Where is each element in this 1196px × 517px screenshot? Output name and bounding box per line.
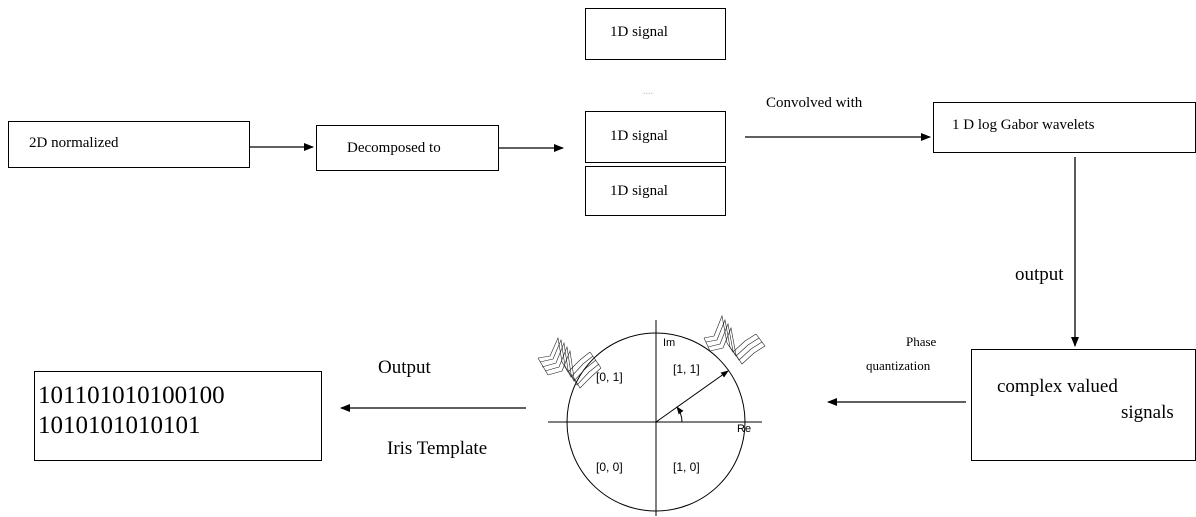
quadrant-label-tl: [0, 1] — [596, 370, 623, 384]
input-label: 2D normalized — [29, 135, 119, 151]
output-upper-label: Output — [378, 357, 431, 378]
phase-vector — [655, 370, 729, 423]
signal-mid-label: 1D signal — [610, 128, 668, 144]
complex-label-line2: signals — [1121, 402, 1174, 423]
gabor-node: 1 D log Gabor wavelets — [933, 102, 1196, 153]
phase-quantization-plot — [548, 320, 762, 516]
quadrant-label-bl: [0, 0] — [596, 460, 623, 474]
phase-label-line2: quantization — [866, 358, 931, 373]
phase-angle-arc — [676, 406, 684, 423]
template-node: 101101010100100 1010101010101 — [34, 371, 322, 461]
quadrant-label-br: [1, 0] — [673, 460, 700, 474]
signal-bottom-node: 1D signal — [585, 166, 726, 216]
signal-top-node: 1D signal — [585, 8, 726, 60]
output-lower-label: output — [1015, 264, 1064, 285]
input-node: 2D normalized — [8, 121, 250, 168]
convolved-label: Convolved with — [766, 95, 863, 111]
gabor-label: 1 D log Gabor wavelets — [952, 117, 1095, 133]
signal-mid-node: 1D signal — [585, 111, 726, 163]
axis-re-label: Re — [737, 423, 751, 435]
wavelet-surface-left — [537, 336, 602, 389]
complex-label-line1: complex valued — [997, 376, 1118, 397]
template-line2: 1010101010101 — [38, 412, 201, 439]
axis-im-label: Im — [663, 337, 675, 349]
wavelet-surface-right — [703, 314, 766, 365]
iris-template-label: Iris Template — [387, 438, 488, 459]
decompose-label: Decomposed to — [347, 140, 441, 156]
complex-node: complex valued signals — [971, 349, 1196, 461]
signal-ellipsis: .... — [643, 86, 653, 97]
template-line1: 101101010100100 — [38, 382, 225, 409]
signal-top-label: 1D signal — [610, 24, 668, 40]
decompose-node: Decomposed to — [316, 125, 499, 171]
signal-bottom-label: 1D signal — [610, 183, 668, 199]
phase-label-line1: Phase — [906, 334, 937, 349]
quadrant-label-tr: [1, 1] — [673, 362, 700, 376]
